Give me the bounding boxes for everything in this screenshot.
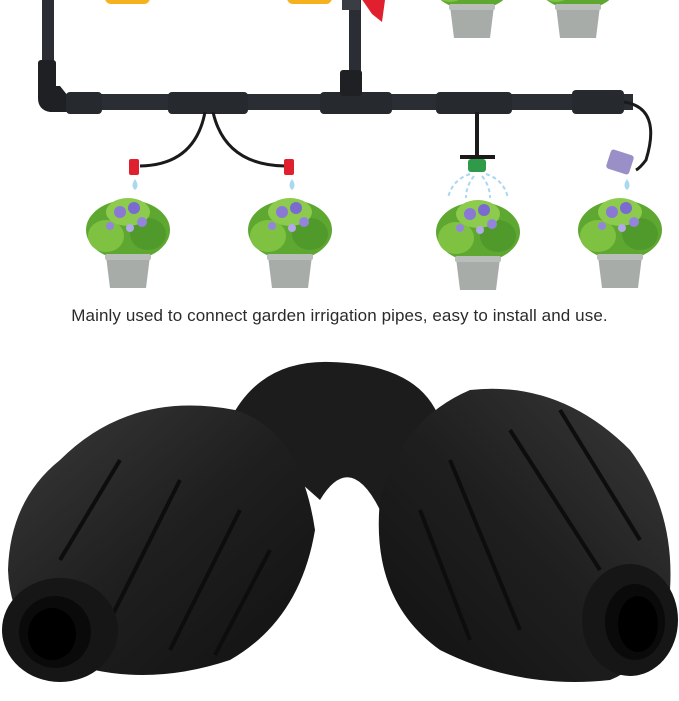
yellow-tank-1: [105, 0, 150, 4]
irrigation-diagram: [0, 0, 679, 300]
caption-text: Mainly used to connect garden irrigation…: [71, 306, 608, 325]
water-spray: [447, 173, 509, 199]
red-dripper-2: [284, 159, 294, 175]
plant-bottom-1: [86, 198, 170, 288]
plant-bottom-4: [578, 198, 662, 288]
tee-fitting-1: [168, 92, 248, 114]
tee-fitting-2: [320, 92, 392, 114]
elbow-bend: [230, 361, 440, 510]
right-coupling-nut: [378, 388, 678, 682]
green-sprinkler: [468, 159, 486, 172]
red-dripper-1: [129, 159, 139, 175]
valve-handle: [362, 0, 385, 22]
end-fitting: [572, 90, 624, 114]
left-coupling-nut: [2, 405, 315, 682]
yellow-tank-2: [287, 0, 332, 4]
plant-bottom-3: [436, 200, 520, 290]
tee-fitting-3: [436, 92, 512, 114]
elbow-connector-photo: [0, 340, 679, 696]
plant-top-1: [430, 0, 514, 38]
elbow-fitting: [38, 86, 68, 112]
plant-top-2: [536, 0, 620, 38]
purple-end-cap: [606, 149, 634, 175]
plant-bottom-2: [248, 198, 332, 288]
